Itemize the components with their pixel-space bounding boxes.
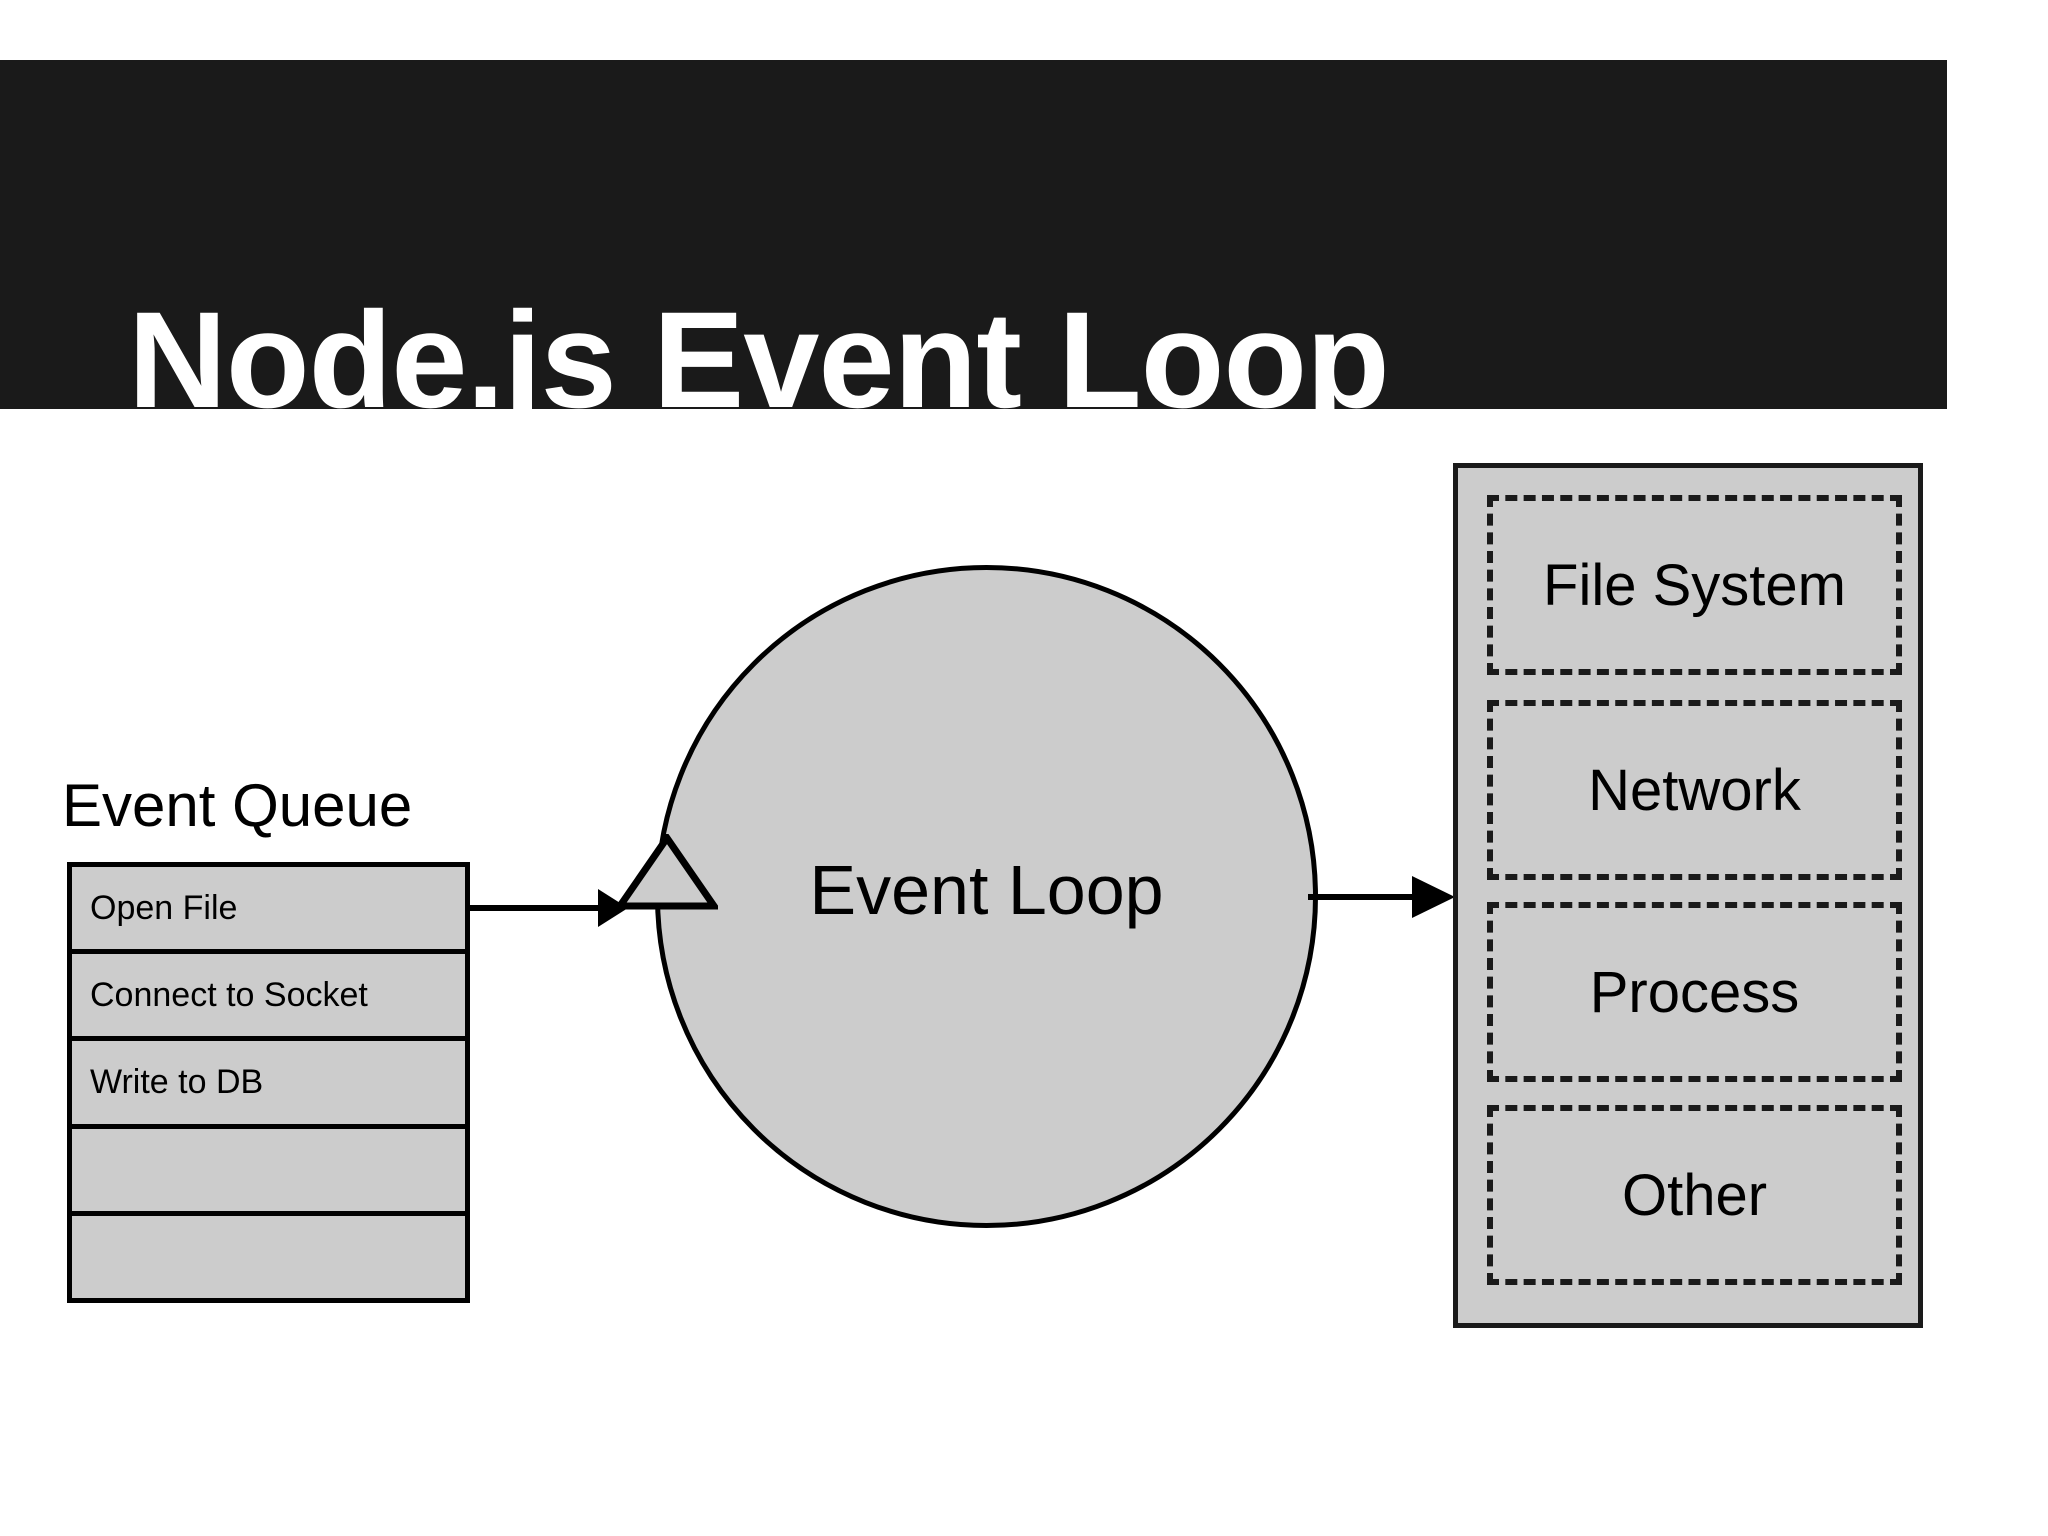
loop-to-resources-arrow-head-icon — [1412, 876, 1455, 918]
title-bar: Node.js Event Loop — [0, 60, 1947, 429]
loop-to-resources-arrow-line — [1308, 894, 1428, 900]
event-queue-row — [72, 1129, 465, 1216]
resource-item-file-system: File System — [1487, 495, 1902, 675]
event-loop-entry-triangle-icon — [613, 831, 721, 910]
event-queue-label: Event Queue — [62, 772, 413, 839]
event-queue-row — [72, 1216, 465, 1298]
page-title: Node.js Event Loop — [128, 284, 1390, 437]
event-loop-label: Event Loop — [809, 851, 1164, 929]
event-queue-row: Connect to Socket — [72, 954, 465, 1042]
resource-item-other: Other — [1487, 1105, 1902, 1285]
event-queue-box: Open File Connect to Socket Write to DB — [67, 862, 470, 1303]
resource-item-network: Network — [1487, 700, 1902, 880]
resources-panel: File System Network Process Other — [1453, 463, 1923, 1328]
event-queue-row: Write to DB — [72, 1041, 465, 1129]
resource-item-process: Process — [1487, 902, 1902, 1082]
event-loop-circle — [655, 565, 1318, 1228]
event-queue-row: Open File — [72, 867, 465, 955]
queue-to-loop-arrow-line — [470, 905, 620, 911]
